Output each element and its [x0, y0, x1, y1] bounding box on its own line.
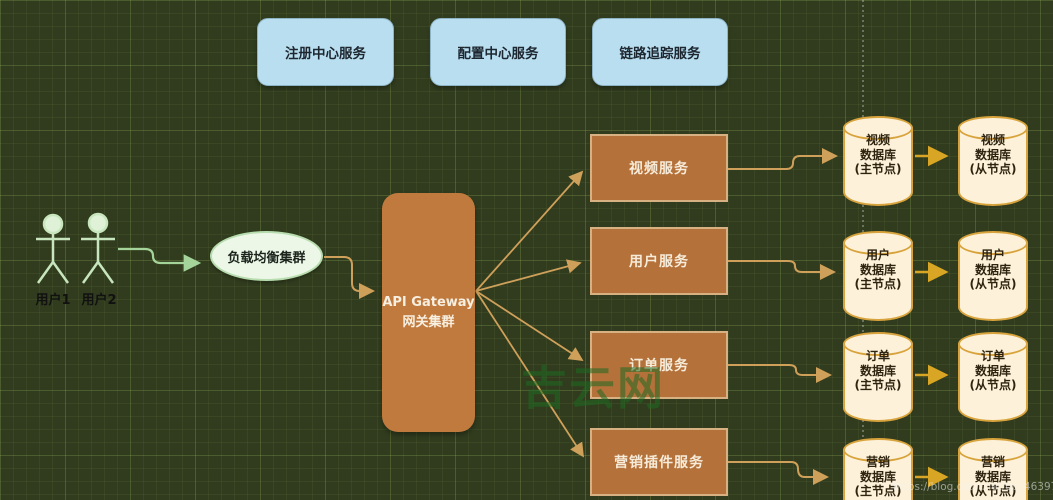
video-db-slave-cylinder: 视频 数据库 (从节点) — [958, 116, 1028, 206]
arrow-users-to-loadbalancer — [118, 247, 202, 272]
cylinder-top — [843, 438, 913, 462]
cylinder-body — [843, 344, 913, 422]
user-db-slave-label: 用户 数据库 (从节点) — [969, 248, 1017, 291]
video-service-label: 视频服务 — [629, 161, 689, 177]
trace-service-label: 链路追踪服务 — [619, 46, 701, 62]
cylinder-body — [843, 243, 913, 321]
user-db-slave-cylinder: 用户 数据库 (从节点) — [958, 231, 1028, 321]
user-db-master-cylinder: 用户 数据库 (主节点) — [843, 231, 913, 321]
arrow-order-service-to-db — [728, 364, 832, 383]
marketing-db-master-label: 营销 数据库 (主节点) — [854, 455, 902, 498]
marketing-db-master-cylinder: 营销 数据库 (主节点) — [843, 438, 913, 500]
video-service-box: 视频服务 — [590, 134, 728, 202]
load-balancer-node: 负载均衡集群 — [210, 231, 323, 281]
config-center-service-box: 配置中心服务 — [430, 18, 566, 86]
cylinder-top — [958, 116, 1028, 140]
user2-stick-figure-icon — [81, 212, 115, 284]
user2-label: 用户2 — [81, 293, 117, 308]
trace-service-box: 链路追踪服务 — [592, 18, 728, 86]
registry-center-service-label: 注册中心服务 — [285, 46, 366, 62]
arrow-loadbalancer-to-gateway — [324, 256, 375, 299]
order-service-box: 订单服务 — [590, 331, 728, 399]
marketing-db-slave-cylinder: 营销 数据库 (从节点) — [958, 438, 1028, 500]
video-db-master-cylinder: 视频 数据库 (主节点) — [843, 116, 913, 206]
api-gateway-label-line2: 网关集群 — [402, 314, 455, 330]
cylinder-body — [958, 128, 1028, 206]
video-db-slave-label: 视频 数据库 (从节点) — [969, 133, 1017, 176]
api-gateway-node: API Gateway 网关集群 — [382, 193, 475, 432]
user1-stick-figure-icon — [36, 213, 70, 284]
arrow-gateway-to-video-service — [475, 170, 584, 292]
cylinder-top — [958, 332, 1028, 356]
user-db-master-label: 用户 数据库 (主节点) — [854, 248, 902, 291]
cylinder-top — [958, 438, 1028, 462]
arrow-gateway-to-user-service — [475, 259, 582, 292]
order-db-slave-cylinder: 订单 数据库 (从节点) — [958, 332, 1028, 422]
arrow-user-service-to-db — [728, 260, 836, 280]
arrow-marketing-service-to-db — [728, 461, 829, 485]
marketing-service-box: 营销插件服务 — [590, 428, 728, 496]
cylinder-body — [958, 243, 1028, 321]
order-db-slave-label: 订单 数据库 (从节点) — [969, 349, 1017, 392]
cylinder-top — [958, 231, 1028, 255]
arrow-video-service-to-db — [728, 148, 838, 170]
marketing-db-slave-label: 营销 数据库 (从节点) — [969, 455, 1017, 498]
cylinder-top — [843, 231, 913, 255]
registry-center-service-box: 注册中心服务 — [257, 18, 394, 86]
config-center-service-label: 配置中心服务 — [457, 46, 539, 62]
api-gateway-label-line1: API Gateway — [382, 295, 475, 310]
order-db-master-label: 订单 数据库 (主节点) — [854, 349, 902, 392]
user-service-box: 用户服务 — [590, 227, 728, 295]
video-db-master-label: 视频 数据库 (主节点) — [854, 133, 902, 176]
arrow-gateway-to-marketing-service — [475, 290, 584, 458]
user-service-label: 用户服务 — [629, 254, 689, 270]
load-balancer-label: 负载均衡集群 — [227, 250, 306, 266]
cylinder-top — [843, 332, 913, 356]
cylinder-body — [958, 344, 1028, 422]
order-db-master-cylinder: 订单 数据库 (主节点) — [843, 332, 913, 422]
user1-label: 用户1 — [35, 293, 71, 308]
cylinder-body — [843, 128, 913, 206]
cylinder-top — [843, 116, 913, 140]
marketing-service-label: 营销插件服务 — [614, 455, 704, 471]
order-service-label: 订单服务 — [629, 358, 689, 374]
arrow-gateway-to-order-service — [475, 290, 584, 361]
